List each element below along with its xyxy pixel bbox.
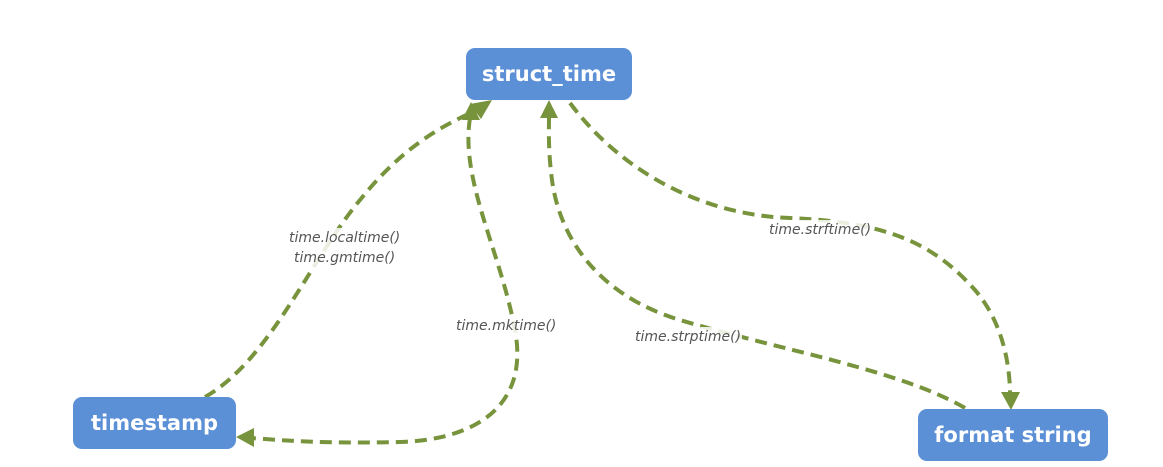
edge-label-strftime-text: time.strftime(): [769, 222, 872, 238]
edge-label-mktime-text: time.mktime(): [456, 318, 557, 334]
arrowhead-mktime-start: [462, 102, 480, 120]
node-format-string: format string: [918, 409, 1108, 461]
arrowhead-strptime: [540, 100, 558, 118]
edge-label-strptime: time.strptime(): [634, 327, 743, 347]
node-timestamp-label: timestamp: [91, 411, 218, 435]
edge-label-localtime: time.localtime() time.gmtime(): [288, 228, 402, 268]
edge-label-localtime-line1: time.localtime(): [289, 230, 401, 246]
edge-label-mktime: time.mktime(): [455, 316, 558, 336]
edge-localtime: [204, 106, 484, 399]
edge-mktime: [249, 117, 520, 445]
edge-strptime: [546, 117, 967, 410]
edge-strftime: [568, 101, 1012, 396]
node-struct-time: struct_time: [466, 48, 632, 100]
arrowhead-localtime: [470, 100, 492, 119]
node-format-string-label: format string: [934, 423, 1092, 447]
node-struct-time-label: struct_time: [481, 62, 617, 86]
edge-label-strftime: time.strftime(): [768, 220, 873, 240]
edge-label-strptime-text: time.strptime(): [635, 329, 742, 345]
node-timestamp: timestamp: [73, 397, 236, 449]
arrowhead-strftime: [1001, 392, 1020, 410]
edge-label-localtime-line2: time.gmtime(): [294, 250, 396, 266]
arrowhead-mktime: [236, 428, 254, 447]
